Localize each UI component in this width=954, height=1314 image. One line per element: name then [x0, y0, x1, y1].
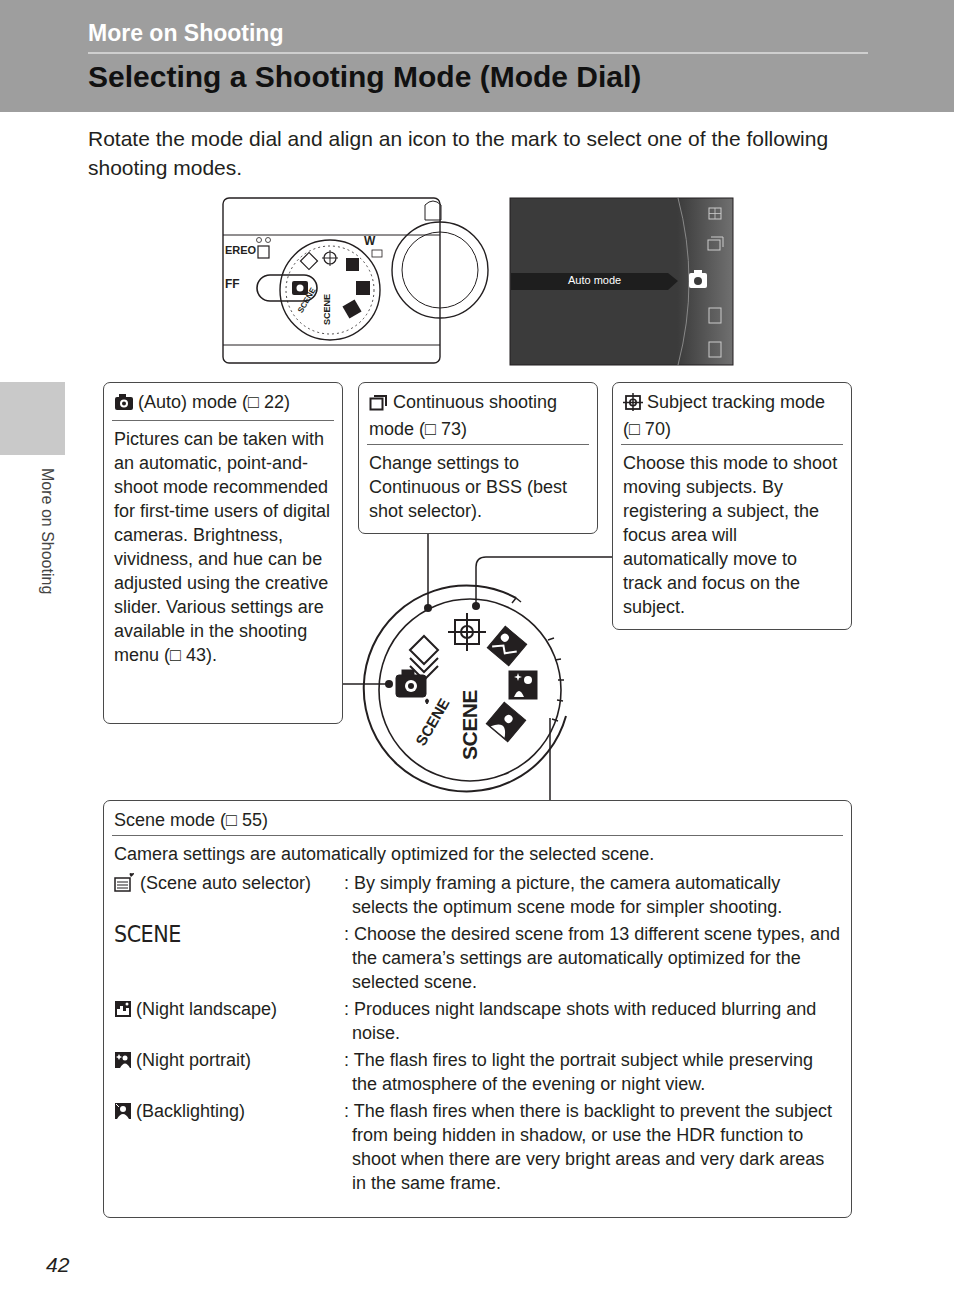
mode-icon	[114, 393, 134, 417]
mode-dial	[364, 585, 566, 791]
scene-desc: : By simply framing a picture, the camer…	[344, 871, 841, 919]
page-title: Selecting a Shooting Mode (Mode Dial)	[88, 60, 641, 94]
scene-desc: : The flash fires to light the portrait …	[344, 1048, 841, 1096]
mode-box: Continuous shooting mode (□ 73) Change se…	[358, 382, 598, 534]
page-label: Rotate the mode dial and align an icon t…	[88, 124, 878, 182]
side-tab	[0, 382, 65, 455]
mode-icon	[114, 1102, 132, 1126]
box-heading: Continuous shooting mode (□ 73)	[367, 383, 589, 445]
mode-box: (Auto) mode (□ 22) Pictures can be taken …	[103, 382, 343, 724]
heading-text: Continuous shooting mode (□ 73)	[369, 392, 557, 439]
scene-label: SCENE	[114, 921, 181, 947]
scene-row: (Night portrait) : The flash fires to lig…	[114, 1048, 841, 1096]
mode-icon	[114, 1051, 132, 1075]
scene-desc: : Produces night landscape shots with re…	[344, 997, 841, 1045]
mode-box: Subject tracking mode (□ 70) Choose this …	[612, 382, 852, 630]
box-heading: (Auto) mode (□ 22)	[112, 383, 334, 421]
scene-row: SCENE : Choose the desired scene from 13 …	[114, 922, 841, 994]
leader-dots	[385, 602, 480, 688]
scene-row: (Night landscape) : Produces night landsc…	[114, 997, 841, 1045]
page-label: SCENE	[322, 294, 332, 325]
scene-desc: : Choose the desired scene from 13 diffe…	[344, 922, 841, 994]
mode-icon	[114, 1000, 132, 1024]
leader-lines	[342, 530, 612, 800]
page-label: W	[364, 234, 375, 248]
box-body: Pictures can be taken with an automatic,…	[104, 421, 342, 675]
scene-desc: : The flash fires when there is backligh…	[344, 1099, 841, 1195]
scene-name: SCENE	[114, 922, 344, 994]
body-text: Choose this mode to shoot moving subject…	[623, 451, 841, 619]
body-text: Pictures can be taken with an automatic,…	[114, 427, 332, 667]
heading-text: Scene mode (□ 55)	[114, 810, 268, 830]
scene-row: (Scene auto selector) : By simply framing…	[114, 871, 841, 919]
header-band	[0, 0, 954, 112]
box-heading: Scene mode (□ 55)	[112, 801, 843, 836]
scene-label: (Scene auto selector)	[140, 873, 311, 893]
box-body: Choose this mode to shoot moving subject…	[613, 445, 851, 627]
page-label: More on Shooting	[38, 468, 56, 594]
page-label: SCENE	[458, 690, 482, 760]
page-label: 42	[46, 1253, 69, 1277]
mode-box: Scene mode (□ 55) Camera settings are aut…	[103, 800, 852, 1218]
body-text: Camera settings are automatically optimi…	[114, 842, 841, 866]
box-heading: Subject tracking mode (□ 70)	[621, 383, 843, 445]
mode-icon	[369, 393, 389, 417]
header-rule	[88, 52, 868, 53]
scene-row: (Backlighting) : The flash fires when the…	[114, 1099, 841, 1195]
scene-name: (Night portrait)	[114, 1048, 344, 1096]
heading-text: (Auto) mode (□ 22)	[138, 392, 290, 412]
page-label: Auto mode	[568, 274, 621, 286]
mode-icon	[623, 393, 643, 417]
monitor-illustration	[510, 198, 733, 365]
page-label: EREO	[225, 244, 256, 256]
box-body: Change settings to Continuous or BSS (be…	[359, 445, 597, 531]
scene-name: (Backlighting)	[114, 1099, 344, 1195]
scene-label: (Night landscape)	[136, 999, 277, 1019]
scene-name: (Scene auto selector)	[114, 871, 344, 919]
page-label: More on Shooting	[88, 20, 283, 47]
scene-label: (Backlighting)	[136, 1101, 245, 1121]
page-label: FF	[225, 277, 240, 291]
mode-icon	[114, 872, 136, 898]
body-text: Change settings to Continuous or BSS (be…	[369, 451, 587, 523]
scene-label: (Night portrait)	[136, 1050, 251, 1070]
camera-illustration	[223, 198, 488, 363]
box-body: Camera settings are automatically optimi…	[104, 836, 851, 1203]
scene-name: (Night landscape)	[114, 997, 344, 1045]
heading-text: Subject tracking mode (□ 70)	[623, 392, 825, 439]
